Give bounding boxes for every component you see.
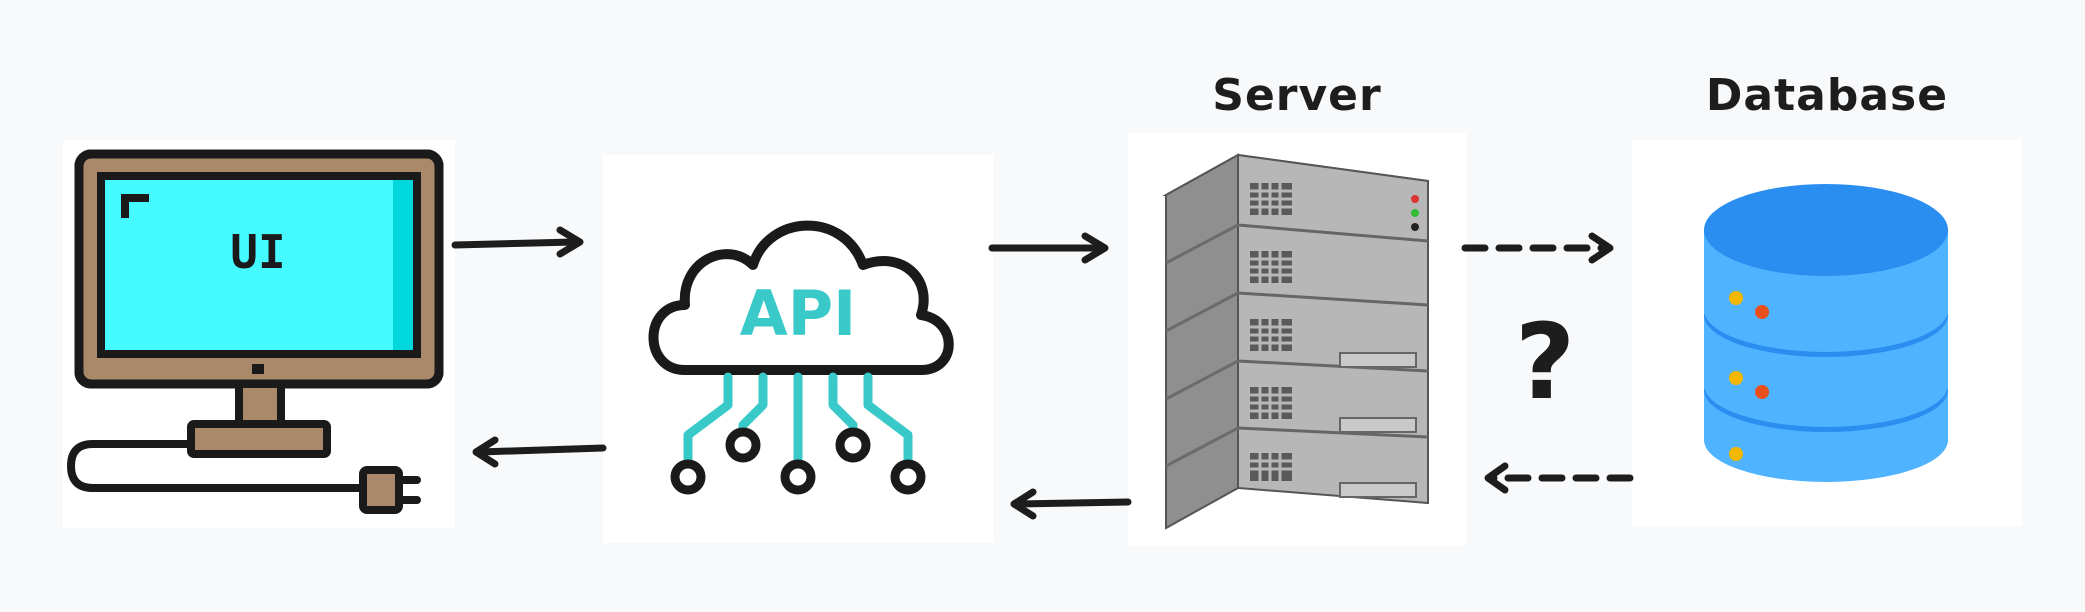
computer-monitor-icon: UI [66, 149, 444, 514]
database-label: Database [1705, 70, 1949, 121]
database-cylinder-icon [1704, 184, 1948, 482]
arrow-server-to-api [1010, 488, 1132, 520]
uncertain-link-question-mark: ? [1515, 301, 1575, 423]
database-node [1632, 140, 2022, 526]
arrow-server-to-database-dashed [1461, 232, 1614, 264]
arrow-ui-to-api [451, 226, 584, 258]
api-cloud-icon: API [648, 220, 954, 495]
arrow-database-to-server-dashed [1484, 462, 1634, 494]
arrow-api-to-ui [472, 436, 607, 468]
ui-node: UI [63, 140, 455, 528]
api-cloud-label: API [740, 277, 857, 350]
server-label: Server [1212, 70, 1382, 121]
ui-screen-label: UI [230, 225, 285, 279]
arrow-api-to-server [988, 232, 1109, 264]
api-node: API [603, 155, 993, 543]
server-rack-icon [1162, 153, 1429, 530]
server-node [1128, 133, 1466, 546]
